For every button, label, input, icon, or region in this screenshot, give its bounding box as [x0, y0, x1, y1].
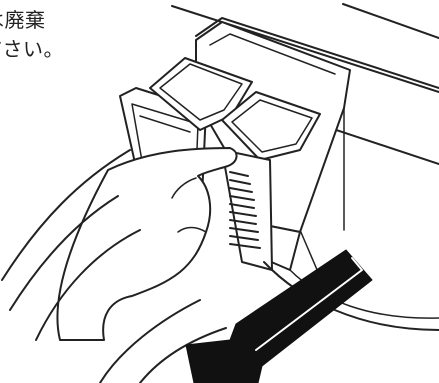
drawer-side-gauge	[221, 149, 273, 271]
caption-line-1: は廃棄	[0, 8, 46, 32]
hand	[56, 147, 238, 341]
arm-sleeve	[1, 149, 227, 383]
compartment-cap-left	[149, 57, 253, 131]
instruction-caption: は廃棄 ださい。	[0, 6, 64, 64]
caption-line-2: ださい。	[0, 37, 64, 61]
pull-out-arrow-icon	[185, 249, 373, 383]
compartment-cap-right	[221, 91, 321, 161]
